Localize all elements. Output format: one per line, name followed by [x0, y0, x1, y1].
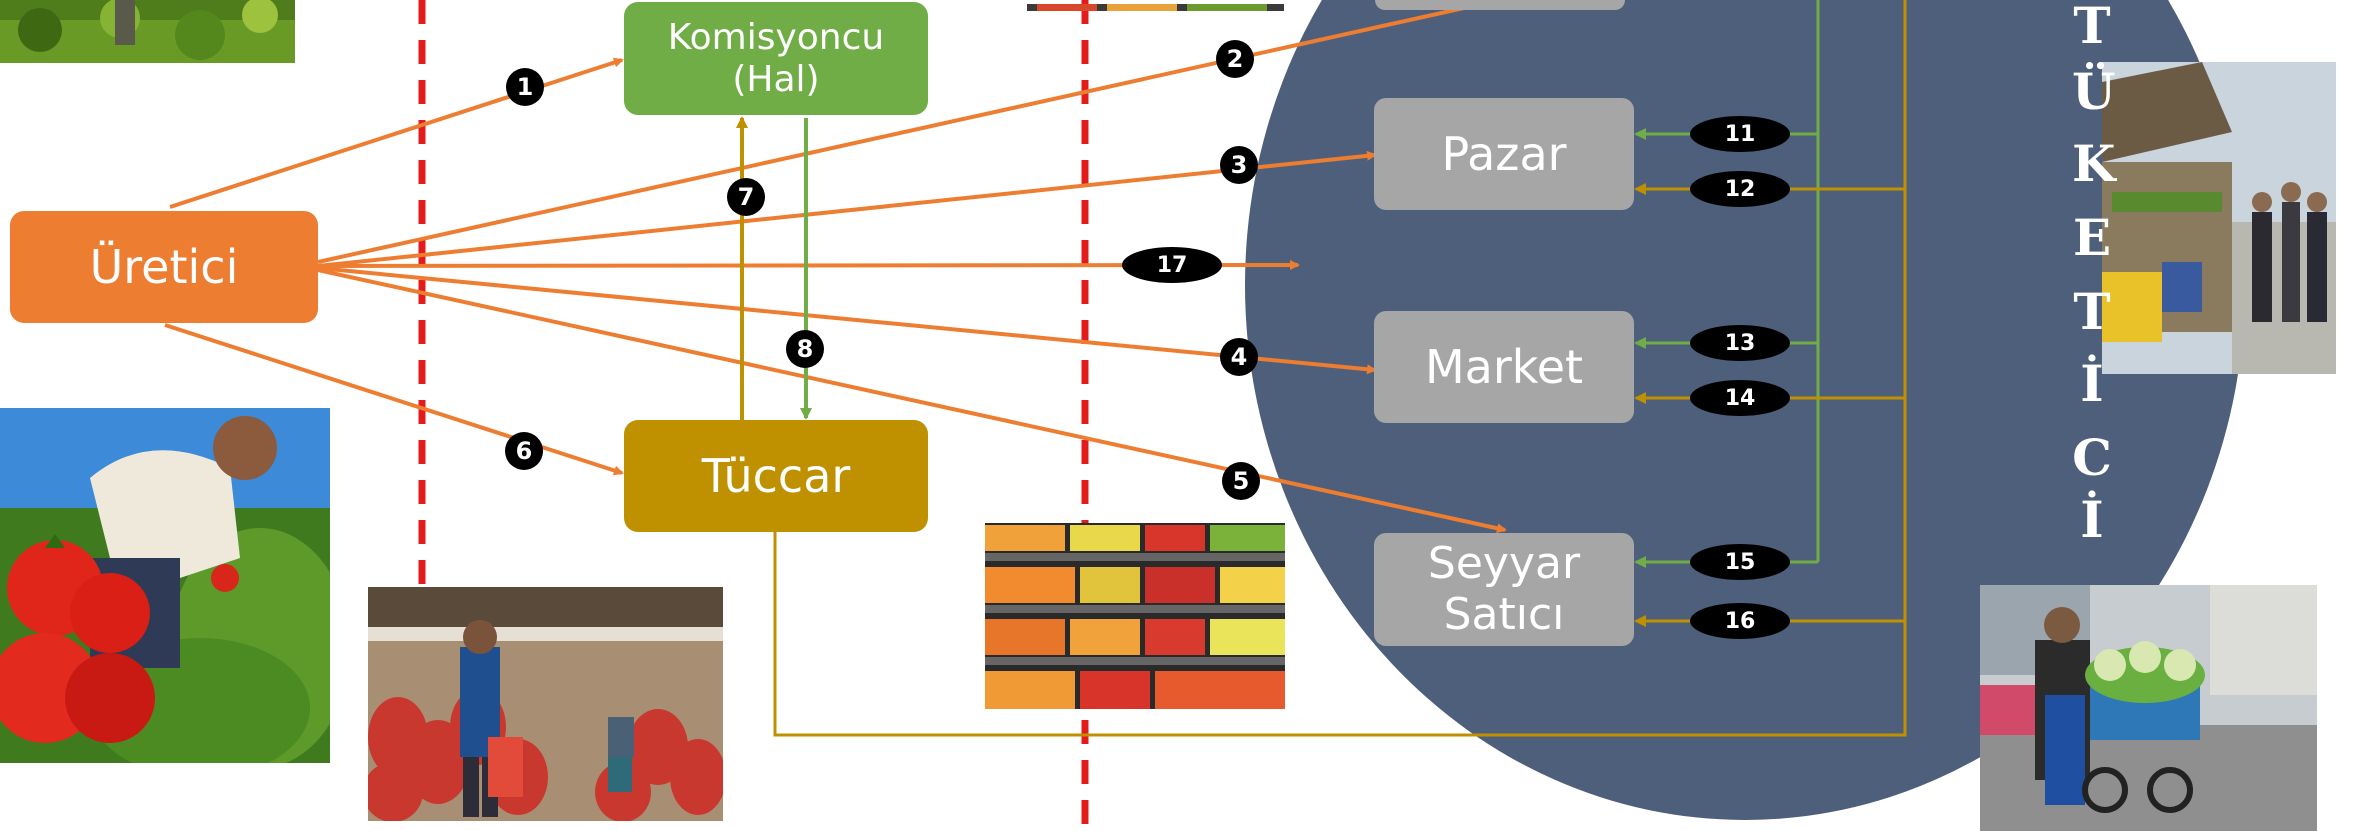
- badge-2: 2: [1216, 40, 1254, 78]
- consumer-letter-6: İ: [2080, 354, 2104, 413]
- badge-12: 12: [1690, 171, 1790, 207]
- gold-trunk: [773, 0, 1907, 737]
- commission-label-line2: (Hal): [732, 58, 820, 100]
- commission-node: Komisyoncu (Hal): [624, 2, 928, 115]
- consumer-letter-2: Ü: [2072, 62, 2116, 121]
- badge-7: 7: [727, 178, 765, 216]
- badge-13: 13: [1690, 325, 1790, 361]
- onion-warehouse-photo: [368, 587, 723, 821]
- arrow-4: [317, 266, 1377, 375]
- arrow-6: [164, 323, 624, 476]
- badge-11: 11: [1690, 116, 1790, 152]
- commission-label-line1: Komisyoncu: [667, 17, 885, 59]
- badge-15: 15: [1690, 544, 1790, 580]
- consumer-letter-5: T: [2073, 282, 2111, 341]
- street-vendor-photo: [1980, 585, 2317, 831]
- produce-shelves-top-photo: [1027, 0, 1284, 11]
- arrow-1: [169, 57, 624, 209]
- badge-14: 14: [1690, 380, 1790, 416]
- market-node: Market: [1374, 311, 1634, 423]
- merchant-node: Tüccar: [624, 420, 928, 532]
- market-label: Market: [1424, 339, 1584, 394]
- produce-shelves-photo: [985, 523, 1285, 709]
- badge-4: 4: [1220, 338, 1258, 376]
- arrow-2: [317, 0, 1502, 264]
- consumer-letter-4: E: [2072, 208, 2112, 267]
- bazaar-label: Pazar: [1441, 126, 1567, 181]
- producer-label: Üretici: [89, 239, 239, 294]
- badge-8: 8: [786, 330, 824, 368]
- badge-3: 3: [1220, 146, 1258, 184]
- bazaar-node: Pazar: [1374, 98, 1634, 210]
- arrow-3: [317, 150, 1377, 268]
- cropped-top-node: [1375, 0, 1625, 10]
- producer-node: Üretici: [10, 211, 318, 323]
- arrow-5: [317, 268, 1507, 534]
- badge-5: 5: [1222, 462, 1260, 500]
- badge-17: 17: [1122, 247, 1222, 283]
- badge-1: 1: [506, 68, 544, 106]
- consumer-letter-3: K: [2072, 134, 2116, 193]
- badge-16: 16: [1690, 603, 1790, 639]
- peddler-label-line2: Satıcı: [1443, 588, 1565, 640]
- market-stall-photo: [2102, 62, 2336, 374]
- consumer-letter-8: İ: [2080, 490, 2104, 549]
- merchant-label: Tüccar: [701, 448, 851, 503]
- farm-field-photo: [0, 0, 295, 63]
- consumer-letter-1: T: [2073, 0, 2111, 55]
- peddler-node: Seyyar Satıcı: [1374, 533, 1634, 646]
- peddler-label-line1: Seyyar: [1427, 537, 1581, 589]
- consumer-letter-7: C: [2072, 428, 2112, 487]
- badge-6: 6: [505, 432, 543, 470]
- tomato-farmer-photo: [0, 408, 330, 763]
